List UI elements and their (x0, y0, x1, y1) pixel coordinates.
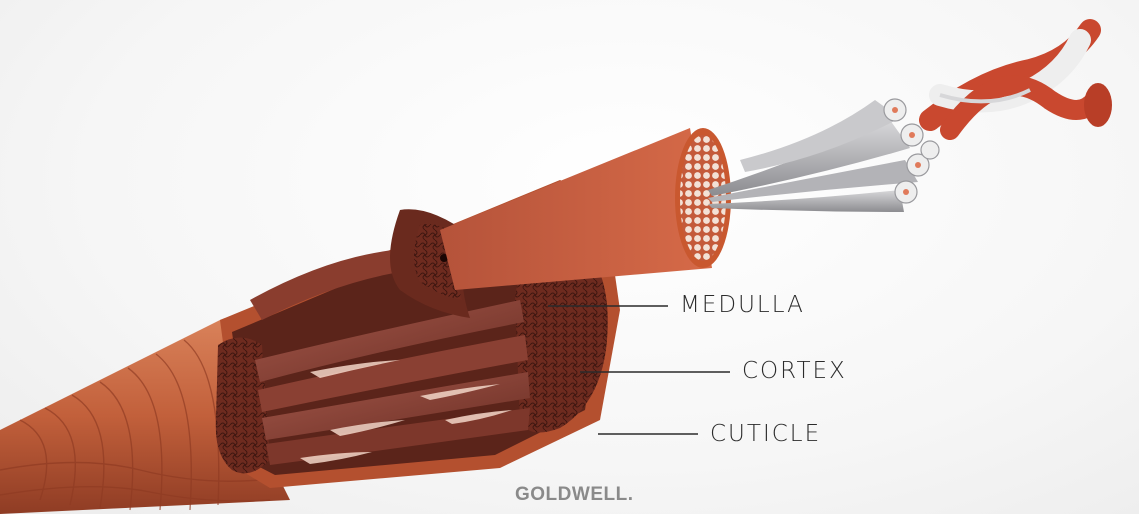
cuticle-label: CUTICLE (710, 423, 821, 446)
cortex-cone (440, 128, 731, 290)
cortex-label: CORTEX (742, 360, 847, 383)
protein-helix (930, 30, 1112, 130)
brand-logo: GOLDWELL. (515, 485, 633, 504)
fibril-strands (708, 99, 939, 212)
medulla-label: MEDULLA (680, 294, 805, 317)
